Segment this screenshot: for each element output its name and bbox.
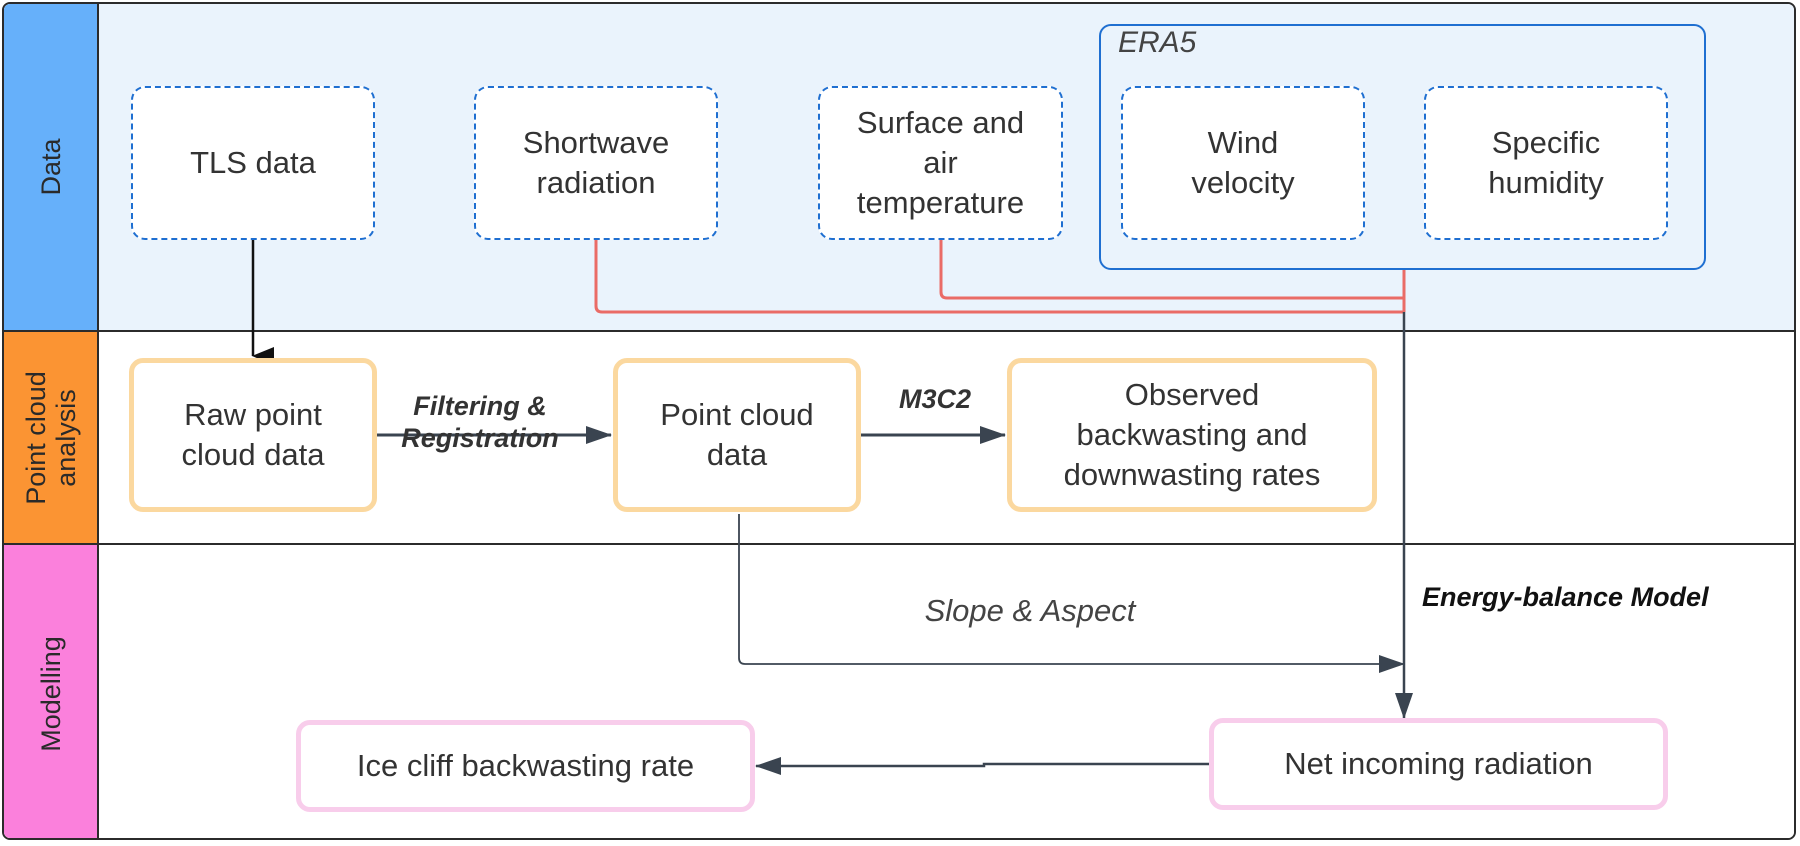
connector-temperature: [939, 240, 1404, 300]
arrow-slope-aspect: [738, 514, 1405, 673]
m3c2-label: M3C2: [898, 384, 972, 414]
net-incoming-radiation-node: Net incoming radiation: [1209, 718, 1668, 810]
filtering-registration-label: Filtering & Registration: [401, 391, 559, 453]
raw-point-cloud-node: Raw point cloud data: [129, 358, 377, 512]
specific-humidity-node: Specific humidity: [1424, 86, 1668, 240]
lane-data: Data: [4, 4, 99, 330]
observed-rates-node: Observed backwasting and downwasting rat…: [1007, 358, 1377, 512]
tls-data-node: TLS data: [131, 86, 375, 240]
arrow-to-ice-cliff: [755, 757, 1210, 775]
ice-cliff-backwasting-node: Ice cliff backwasting rate: [296, 720, 755, 812]
lane-point-cloud: Point cloud analysis: [4, 332, 99, 543]
lane-modelling: Modelling: [4, 545, 99, 838]
slope-aspect-label: Slope & Aspect: [924, 593, 1136, 628]
point-cloud-data-node: Point cloud data: [613, 358, 861, 512]
era5-group-label: ERA5: [1118, 26, 1197, 59]
energy-balance-label: Energy-balance Model: [1422, 582, 1709, 612]
connector-shortwave: [594, 240, 1404, 314]
temperature-node: Surface and air temperature: [818, 86, 1063, 240]
wind-velocity-node: Wind velocity: [1121, 86, 1365, 240]
shortwave-radiation-node: Shortwave radiation: [474, 86, 718, 240]
era5-group: [1099, 24, 1706, 270]
